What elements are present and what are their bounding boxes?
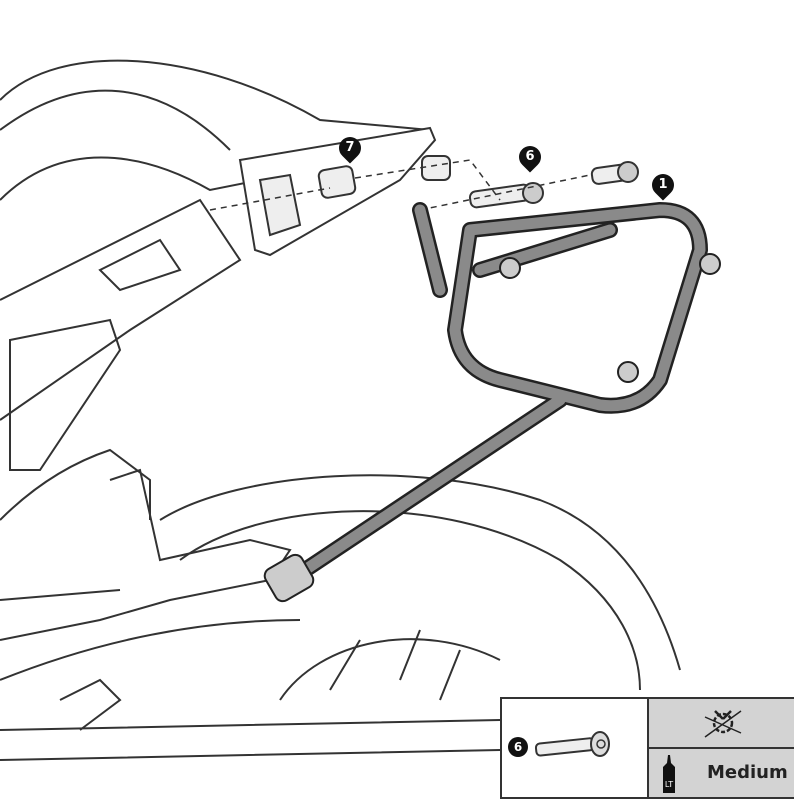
threadlocker-cell: LT Medium: [649, 749, 794, 797]
no-power-tool-icon: [704, 710, 742, 738]
bottle-label: LT: [665, 780, 673, 789]
callout-7: 7: [334, 132, 366, 164]
threadlocker-bottle-icon: LT: [663, 755, 675, 793]
motorcycle-outline: [0, 59, 681, 761]
hardware-legend: 6 LT Medium: [500, 697, 794, 799]
legend-instructions: LT Medium: [647, 699, 794, 797]
dashed-guide-lines: [209, 159, 591, 211]
legend-part: 6: [502, 699, 647, 797]
callout-6: 6: [514, 141, 546, 173]
bolt-icon: [534, 731, 610, 757]
side-carrier-frame: [263, 202, 721, 603]
no-power-tool-cell: [649, 699, 794, 749]
callout-1: 1: [647, 169, 679, 201]
part-number-badge: 6: [508, 737, 528, 757]
threadlocker-strength: Medium: [707, 762, 788, 783]
